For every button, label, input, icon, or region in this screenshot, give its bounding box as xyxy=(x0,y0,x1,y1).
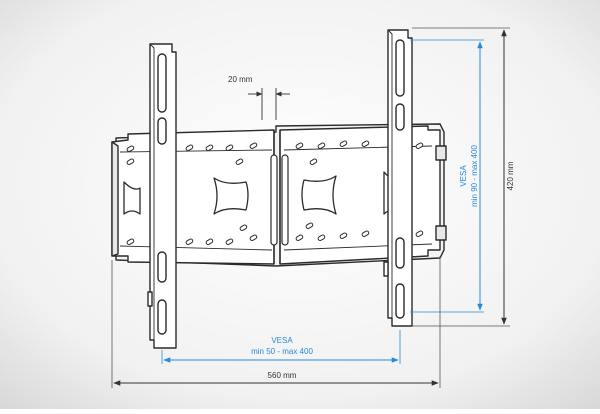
vesa-horizontal-title: VESA xyxy=(271,336,293,345)
vesa-horizontal-dimension: VESA min 50 - max 400 xyxy=(161,330,401,364)
total-width-dimension: 560 mm xyxy=(111,256,441,388)
right-bracket-arm xyxy=(383,29,413,327)
gap-label: 20 mm xyxy=(228,75,253,84)
total-height-label: 420 mm xyxy=(506,161,515,190)
gap-annotation: 20 mm xyxy=(228,75,290,120)
total-height-dimension: 420 mm xyxy=(412,27,515,327)
left-bracket-arm xyxy=(147,43,177,349)
vesa-vertical-range: min 90 - max 400 xyxy=(470,145,479,207)
vesa-horizontal-range: min 50 - max 400 xyxy=(251,347,313,356)
plate-holes xyxy=(126,140,424,245)
total-width-label: 560 mm xyxy=(268,371,297,380)
center-slot xyxy=(270,154,289,246)
vesa-vertical-dimension: VESA min 90 - max 400 xyxy=(410,39,484,313)
vesa-vertical-title: VESA xyxy=(459,165,468,187)
